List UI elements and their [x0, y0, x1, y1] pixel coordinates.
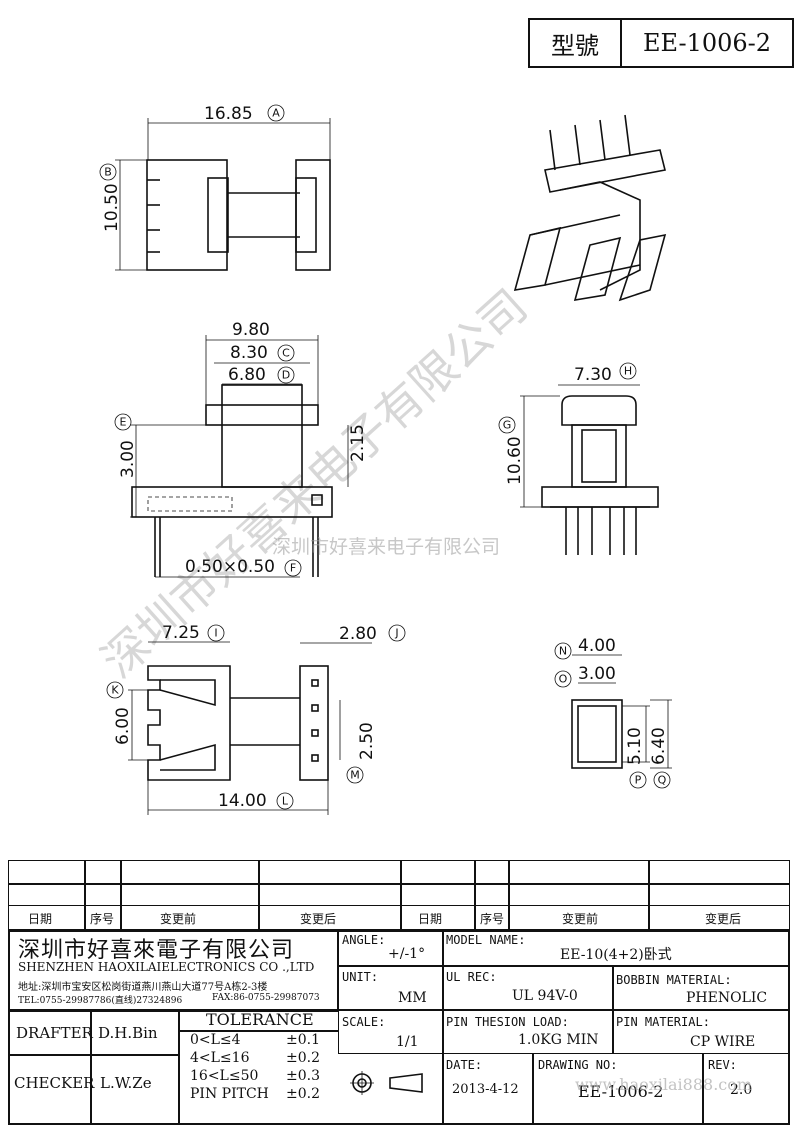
technical-drawing: 深圳市好喜来电子有限公司 16.85 A 10.50 B — [91, 104, 672, 815]
pin-load-value: 1.0KG MIN — [518, 1032, 599, 1048]
rev-date-2: 日期 — [418, 912, 443, 926]
watermark-url: www.haoxilai888.com — [575, 1075, 753, 1094]
ul-label: UL REC: — [446, 970, 497, 984]
letter-O: O — [559, 673, 568, 686]
rev-before-1: 变更前 — [160, 912, 197, 926]
dim-B: 10.50 — [102, 183, 122, 232]
dim-D: 6.80 — [228, 365, 266, 385]
letter-N: N — [559, 645, 567, 658]
date-label: DATE: — [446, 1058, 483, 1072]
drafter-name: D.H.Bin — [98, 1024, 158, 1042]
checker-name: L.W.Ze — [100, 1074, 152, 1092]
angle-label: ANGLE: — [342, 933, 386, 947]
dim-top-w: 9.80 — [232, 320, 270, 340]
letter-J: J — [394, 627, 398, 640]
scale-value: 1/1 — [396, 1034, 419, 1050]
rev-after-2: 变更后 — [705, 912, 742, 926]
letter-G: G — [503, 419, 512, 432]
unit-value: MM — [398, 990, 427, 1006]
dim-L: 14.00 — [218, 791, 267, 811]
dim-C: 8.30 — [230, 343, 268, 363]
dim-mid-h: 2.15 — [348, 424, 368, 462]
letter-Q: Q — [658, 774, 667, 787]
tol-value-2: ±0.2 — [286, 1050, 320, 1066]
company-addr: 地址:深圳市宝安区松岗街道燕川燕山大道77号A栋2-3楼 — [18, 982, 268, 993]
rev-after-1: 变更后 — [300, 912, 337, 926]
bobbin-label: BOBBIN MATERIAL: — [616, 973, 732, 987]
view-section: 4.00 N 3.00 O 5.10 6.40 P Q — [554, 636, 672, 789]
projection-symbol-icon — [350, 1071, 423, 1095]
dim-P: 5.10 — [625, 727, 645, 765]
pin-material-label: PIN MATERIAL: — [616, 1015, 710, 1029]
pin-material-value: CP WIRE — [690, 1034, 756, 1050]
tol-range-3: 16<L≤50 — [190, 1068, 259, 1084]
tolerance-title: TOLERANCE — [206, 1010, 314, 1029]
dim-I: 7.25 — [162, 623, 200, 643]
tol-value-1: ±0.1 — [286, 1032, 320, 1048]
company-en: SHENZHEN HAOXILAIELECTRONICS CO .,LTD — [18, 960, 315, 974]
letter-M: M — [350, 769, 360, 782]
dim-N: 4.00 — [578, 636, 616, 656]
letter-A: A — [272, 107, 280, 120]
letter-B: B — [104, 166, 112, 179]
title-block: 型號 EE-1006-2 — [528, 18, 794, 68]
watermark-center: 深圳市好喜来电子有限公司 — [272, 536, 500, 558]
rev-label: REV: — [708, 1058, 737, 1072]
letter-K: K — [111, 684, 119, 697]
dim-Q: 6.40 — [649, 727, 669, 765]
drawing-no-label: DRAWING NO: — [538, 1058, 618, 1072]
drafter-label: DRAFTER — [16, 1024, 93, 1042]
tol-range-4: PIN PITCH — [190, 1086, 269, 1102]
letter-C: C — [282, 347, 290, 360]
model-name-label: MODEL NAME: — [446, 933, 526, 947]
rev-seq-1: 序号 — [90, 912, 115, 926]
view-front: 9.80 8.30 C 6.80 D 3.00 E 2.15 0.50×0.50… — [114, 320, 368, 578]
rev-date-1: 日期 — [28, 912, 53, 926]
dim-H: 7.30 — [574, 365, 612, 385]
pin-load-label: PIN THESION LOAD: — [446, 1015, 569, 1029]
company-tel: TEL:0755-29987786(直线)27324896 — [18, 996, 183, 1006]
bobbin-value: PHENOLIC — [686, 990, 768, 1006]
scale-label: SCALE: — [342, 1015, 386, 1029]
dim-F: 0.50×0.50 — [185, 557, 275, 577]
tol-value-4: ±0.2 — [286, 1086, 320, 1102]
dim-E: 3.00 — [118, 440, 138, 478]
rev-seq-2: 序号 — [480, 912, 505, 926]
letter-F: F — [290, 562, 296, 575]
letter-D: D — [282, 369, 290, 382]
view-top: 16.85 A 10.50 B — [99, 104, 331, 271]
model-number: EE-1006-2 — [642, 29, 772, 57]
letter-E: E — [120, 416, 127, 429]
view-bottom: 7.25 I 2.80 J 6.00 K 2.50 M 14.00 — [106, 623, 406, 815]
dim-O: 3.00 — [578, 664, 616, 684]
drawing-no-value: EE-1006-2 — [578, 1082, 664, 1101]
company-cn: 深圳市好喜來電子有限公司 — [18, 938, 295, 963]
dim-A: 16.85 — [204, 104, 253, 124]
ul-value: UL 94V-0 — [512, 988, 578, 1004]
letter-L: L — [282, 795, 289, 808]
dim-J: 2.80 — [339, 624, 377, 644]
model-label: 型號 — [530, 20, 622, 66]
date-value: 2013-4-12 — [452, 1082, 519, 1097]
tol-range-1: 0<L≤4 — [190, 1032, 241, 1048]
tol-value-3: ±0.3 — [286, 1068, 320, 1084]
unit-label: UNIT: — [342, 970, 379, 984]
checker-label: CHECKER — [14, 1074, 95, 1092]
model-name-value: EE-10(4+2)卧式 — [560, 947, 672, 963]
letter-I: I — [214, 627, 217, 640]
letter-P: P — [635, 774, 642, 787]
company-fax: FAX:86-0755-29987073 — [212, 993, 320, 1003]
tol-range-2: 4<L≤16 — [190, 1050, 250, 1066]
rev-before-2: 变更前 — [562, 912, 599, 926]
dim-G: 10.60 — [505, 436, 525, 485]
view-side: 7.30 H 10.60 G — [498, 362, 659, 555]
letter-H: H — [624, 365, 632, 378]
rev-value: 2.0 — [730, 1082, 753, 1098]
view-isometric — [513, 114, 667, 302]
dim-K: 6.00 — [113, 707, 133, 745]
angle-value: +/-1° — [388, 946, 426, 962]
dim-M: 2.50 — [357, 722, 377, 760]
